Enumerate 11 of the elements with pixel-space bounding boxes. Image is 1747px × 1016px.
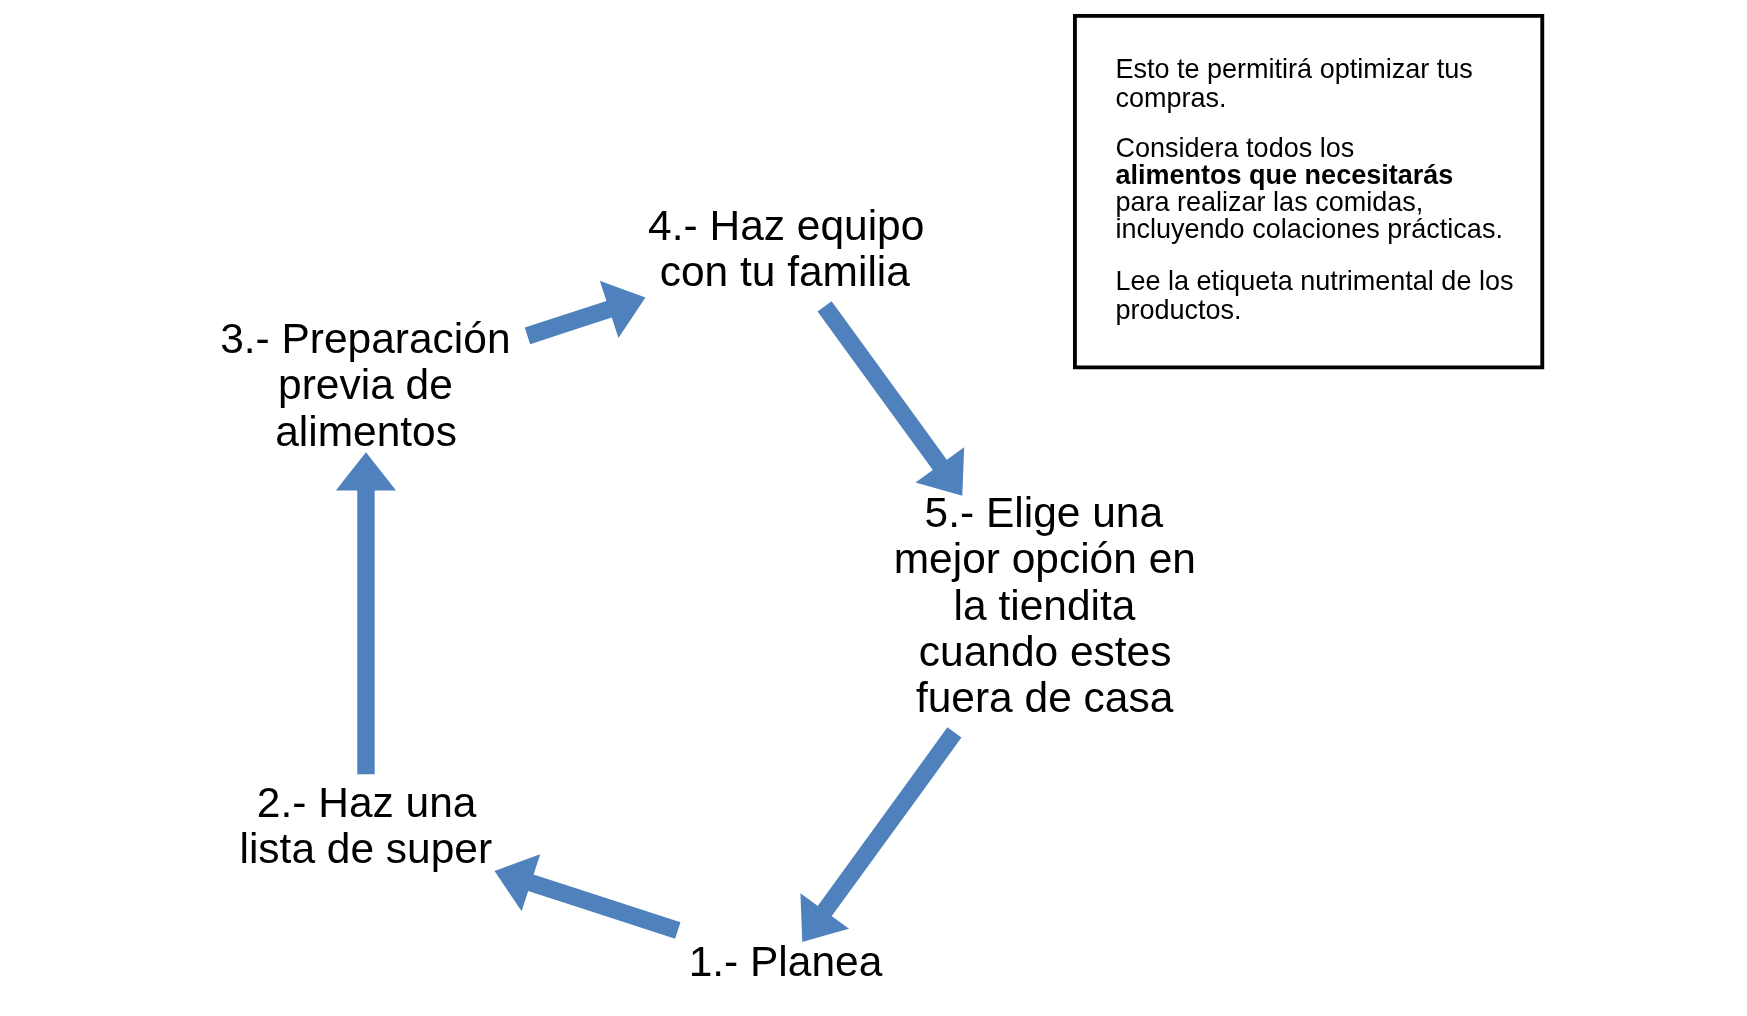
node-text: 4.- Haz equipo con tu familia (648, 201, 925, 296)
node-text: 2.- Haz una lista de super (239, 778, 493, 873)
arrow (524, 280, 646, 345)
node-text: 5.- Elige una mejor opción en la tiendita cuando estes fuera de casa (893, 488, 1196, 722)
arrow (335, 452, 397, 775)
node-text: 1.- Planea (688, 938, 883, 986)
arrow (800, 727, 962, 942)
arrow (494, 854, 681, 939)
node-text: 3.- Preparación previa de alimentos (220, 314, 511, 455)
node-box: Esto te permitirá optimizar tus compras. Considera todos los alimentos que necesitarás para realizar las comidas, incluyendo colaciones prácticas. Lee la etiqueta nutrimental de los productos. (1073, 13, 1545, 370)
arrow (817, 301, 965, 496)
